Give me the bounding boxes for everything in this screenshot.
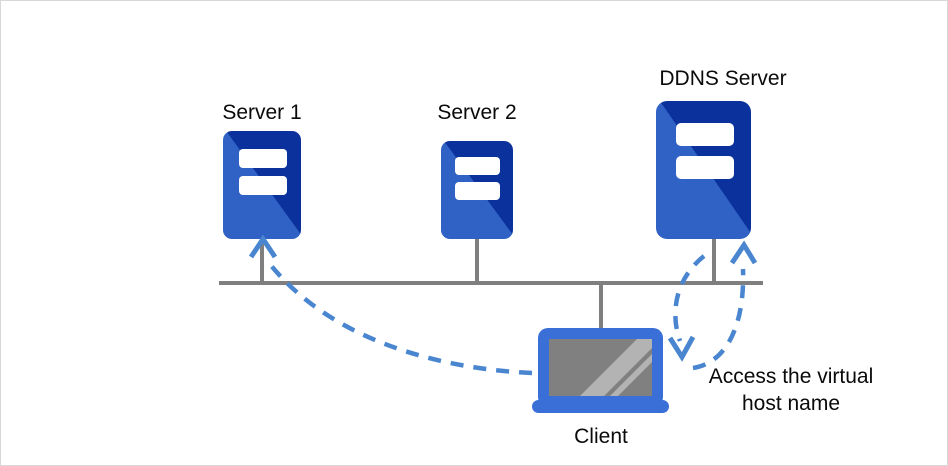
node-ddns-server[interactable]: DDNS Server	[656, 67, 787, 239]
server-1-slot-top	[239, 149, 287, 168]
flow-client-to-server-1-path	[267, 261, 533, 376]
annotation-line-2: host name	[742, 392, 840, 415]
flow-ddns-lookup-down-path	[673, 254, 706, 342]
node-server-1[interactable]: Server 1	[222, 101, 302, 239]
client-base	[532, 400, 669, 413]
annotation-line-1: Access the virtual	[709, 365, 874, 388]
flow-ddns-lookup-up-arrowhead	[729, 240, 758, 265]
ddns-server-label: DDNS Server	[659, 67, 786, 90]
client-label: Client	[574, 425, 628, 448]
flow-ddns-lookup-down	[667, 254, 706, 362]
server-2-slot-bottom	[455, 182, 500, 200]
ddns-server-slot-bottom	[676, 156, 734, 179]
node-server-2[interactable]: Server 2	[437, 101, 517, 239]
server-2-label: Server 2	[437, 101, 516, 124]
client-screen-glare	[580, 339, 652, 396]
flow-ddns-lookup-up-path	[692, 268, 746, 371]
annotation-access-virtual-host-name: Access the virtual host name	[709, 365, 874, 415]
server-1-slot-bottom	[239, 176, 287, 195]
ddns-server-slot-top	[676, 123, 734, 146]
flow-client-to-server-1	[248, 234, 533, 376]
server-1-label: Server 1	[222, 101, 301, 124]
flow-ddns-lookup-up	[692, 240, 758, 371]
node-client[interactable]: Client	[532, 328, 675, 448]
server-2-slot-top	[455, 157, 500, 175]
flow-ddns-lookup-down-arrowhead	[667, 335, 696, 362]
flow-client-to-server-1-arrowhead	[248, 234, 278, 259]
